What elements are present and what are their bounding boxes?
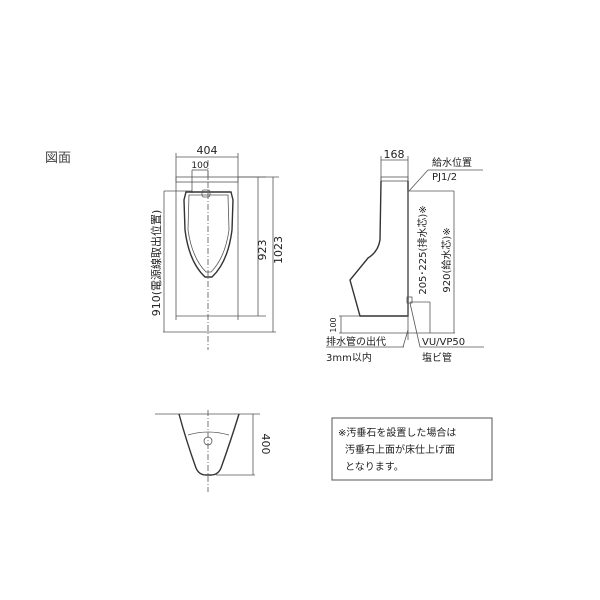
width-dimension: 404 xyxy=(197,144,218,157)
depth-dimension: 168 xyxy=(384,148,405,161)
note-line-2: 汚垂石上面が床仕上げ面 xyxy=(345,443,455,456)
supply-center-dimension: 920(給水芯)※ xyxy=(440,227,453,292)
supply-pipe-size-label: PJ1/2 xyxy=(432,172,457,183)
drawing-title: 図面 xyxy=(45,151,72,166)
height-1023-dimension: 1023 xyxy=(272,236,285,264)
top-depth-dimension: 400 xyxy=(259,434,272,455)
note-line-3: となります。 xyxy=(345,461,404,473)
pipe-spec-label: VU/VP50 xyxy=(422,337,465,348)
drain-pipe-tolerance-label: 3mm以内 xyxy=(326,351,372,364)
drain-center-dimension: 205･225(排水芯)※ xyxy=(416,205,429,294)
drain-pipe-projection-label: 排水管の出代 xyxy=(326,335,386,348)
note-line-1: ※汚垂石を設置した場合は xyxy=(338,426,456,439)
front-view: 404 100 923 1023 910(電源線取出位置) xyxy=(149,144,285,350)
side-view: 168 給水位置 PJ1/2 920(給水芯)※ 205･225(排水芯)※ 1… xyxy=(326,148,484,364)
power-outlet-dimension: 910(電源線取出位置) xyxy=(149,210,163,317)
note-box: ※汚垂石を設置した場合は 汚垂石上面が床仕上げ面 となります。 xyxy=(331,417,493,481)
top-view: 400 xyxy=(155,410,272,492)
height-923-dimension: 923 xyxy=(256,240,269,261)
pipe-material-label: 塩ビ管 xyxy=(422,351,452,364)
supply-position-label: 給水位置 xyxy=(432,156,472,169)
inner-width-dimension: 100 xyxy=(191,161,208,171)
floor-offset-dimension: 100 xyxy=(329,317,338,332)
